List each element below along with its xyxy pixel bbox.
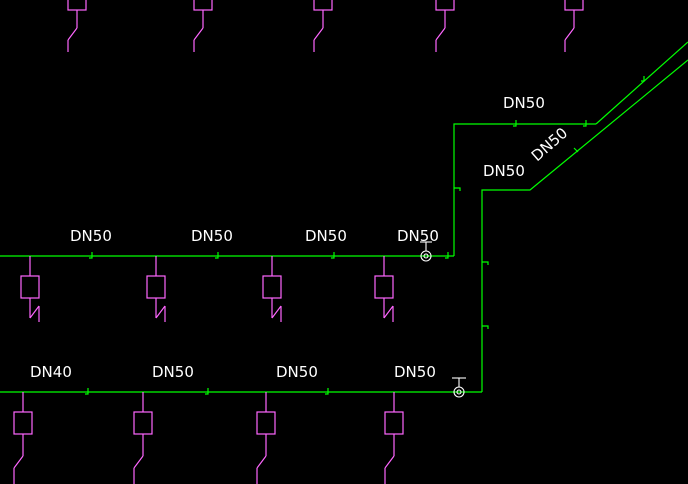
riser-diagonal-label: DN50 (528, 124, 571, 165)
upper-label-2: DN50 (191, 227, 233, 245)
fixture-icon (374, 256, 394, 322)
lower-label-3: DN50 (276, 363, 318, 381)
fixture-icon (193, 0, 213, 52)
riser-pipes (453, 41, 688, 392)
fixture-icon (20, 256, 40, 322)
lower-label-4: DN50 (394, 363, 436, 381)
fixture-icon (564, 0, 584, 52)
lower-label-1: DN40 (30, 363, 72, 381)
upper-label-3: DN50 (305, 227, 347, 245)
fixture-icon (146, 256, 166, 322)
riser-inner-label: DN50 (483, 162, 525, 180)
fixture-icon (435, 0, 455, 52)
fixture-icon (384, 392, 404, 484)
riser-top-label: DN50 (503, 94, 545, 112)
pipe-size-labels: DN50 DN50 DN50 DN50 DN40 DN50 DN50 DN50 … (30, 94, 571, 381)
upper-branch (0, 241, 454, 322)
lower-branch (0, 377, 482, 484)
gate-valve-icon[interactable] (452, 377, 466, 398)
upper-label-4: DN50 (397, 227, 439, 245)
fixture-icon (256, 392, 276, 484)
fixture-icon (262, 256, 282, 322)
lower-label-2: DN50 (152, 363, 194, 381)
fixture-icon (67, 0, 87, 52)
top-fixture-row (67, 0, 584, 52)
fixture-icon (313, 0, 333, 52)
fixture-icon (133, 392, 153, 484)
fixture-icon (13, 392, 33, 484)
gate-valve-icon[interactable] (420, 241, 432, 262)
upper-label-1: DN50 (70, 227, 112, 245)
